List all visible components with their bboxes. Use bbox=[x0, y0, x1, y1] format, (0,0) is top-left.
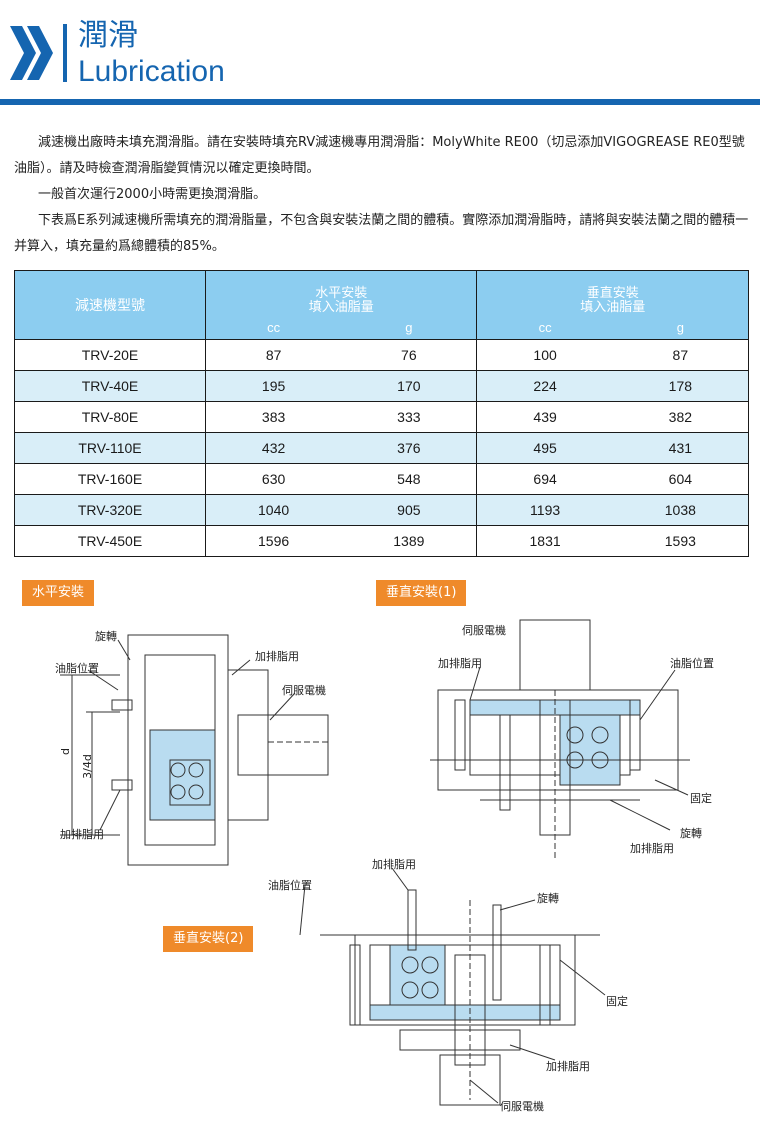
h-g-cell: 376 bbox=[341, 432, 478, 464]
h-g-cell: 333 bbox=[341, 401, 478, 433]
v-g-cell: 382 bbox=[612, 401, 749, 433]
table-header-row: 減速機型號 水平安裝 填入油脂量 cc g 垂直安裝 填入油脂量 cc g bbox=[14, 270, 749, 340]
v-cc-cell: 100 bbox=[476, 339, 613, 371]
horizontal-mount-drawing bbox=[60, 634, 330, 866]
vertical-mount-2-drawing bbox=[320, 889, 600, 1106]
table-row: TRV-20E 87 76 100 87 bbox=[14, 339, 749, 371]
h-g-cell: 170 bbox=[341, 370, 478, 402]
h-cc-cell: 1596 bbox=[205, 525, 342, 557]
badge-vertical-1: 垂直安裝(1) bbox=[376, 580, 467, 606]
h-cc-cell: 383 bbox=[205, 401, 342, 433]
v-cc-cell: 439 bbox=[476, 401, 613, 433]
vertical-title-1: 垂直安裝 bbox=[586, 284, 639, 300]
h-cc-cell: 432 bbox=[205, 432, 342, 464]
horizontal-group-header: 水平安裝 填入油脂量 cc g bbox=[204, 270, 478, 340]
horizontal-title-2: 填入油脂量 bbox=[308, 298, 374, 314]
intro-paragraph-3: 下表爲E系列減速機所需填充的潤滑脂量，不包含與安裝法蘭之間的體積。實際添加潤滑脂… bbox=[14, 213, 749, 254]
label-fill-drain-v2: 加排脂用 bbox=[372, 858, 416, 871]
h-cc-cell: 195 bbox=[205, 370, 342, 402]
v-cc-cell: 495 bbox=[476, 432, 613, 464]
dim-three-quarter-d: 3/4d bbox=[80, 754, 94, 779]
model-cell: TRV-160E bbox=[14, 463, 206, 495]
vertical-mount-1-drawing bbox=[430, 619, 690, 860]
label-fill-drain-h: 加排脂用 bbox=[255, 650, 299, 663]
vertical-title-2: 填入油脂量 bbox=[580, 298, 646, 314]
label-fill-drain-v1: 加排脂用 bbox=[438, 657, 482, 670]
badge-vertical-2: 垂直安裝(2) bbox=[163, 926, 254, 952]
table-row: TRV-40E 195 170 224 178 bbox=[14, 370, 749, 402]
h-cc-cell: 87 bbox=[205, 339, 342, 371]
model-cell: TRV-450E bbox=[14, 525, 206, 557]
v-g-cell: 1593 bbox=[612, 525, 749, 557]
label-servo-motor-v2: 伺服電機 bbox=[500, 1100, 544, 1113]
unit-g: g bbox=[676, 319, 684, 335]
table-row: TRV-80E 383 333 439 382 bbox=[14, 401, 749, 433]
horizontal-title-1: 水平安裝 bbox=[315, 284, 368, 300]
h-g-cell: 905 bbox=[341, 494, 478, 526]
model-cell: TRV-20E bbox=[14, 339, 206, 371]
header-rule bbox=[0, 99, 760, 105]
label-oil-level-h: 油脂位置 bbox=[55, 662, 99, 675]
label-oil-level-v2: 油脂位置 bbox=[268, 879, 312, 892]
unit-cc: cc bbox=[267, 319, 281, 335]
table-row: TRV-160E 630 548 694 604 bbox=[14, 463, 749, 495]
h-g-cell: 548 bbox=[341, 463, 478, 495]
v-g-cell: 604 bbox=[612, 463, 749, 495]
page-header: 潤滑 Lubrication bbox=[0, 0, 760, 110]
table-row: TRV-110E 432 376 495 431 bbox=[14, 432, 749, 464]
header-divider bbox=[63, 24, 67, 82]
v-cc-cell: 1193 bbox=[476, 494, 613, 526]
table-row: TRV-450E 1596 1389 1831 1593 bbox=[14, 525, 749, 557]
label-fixed-v2: 固定 bbox=[606, 995, 628, 1008]
unit-cc: cc bbox=[538, 319, 552, 335]
h-cc-cell: 1040 bbox=[205, 494, 342, 526]
v-g-cell: 178 bbox=[612, 370, 749, 402]
v-cc-cell: 1831 bbox=[476, 525, 613, 557]
label-fill-drain-v2b: 加排脂用 bbox=[546, 1060, 590, 1073]
model-header: 減速機型號 bbox=[14, 270, 206, 340]
table-row: TRV-320E 1040 905 1193 1038 bbox=[14, 494, 749, 526]
label-servo-motor-v1: 伺服電機 bbox=[462, 624, 506, 637]
intro-paragraph-1: 減速機出廠時未填充潤滑脂。請在安裝時填充RV減速機專用潤滑脂：MolyWhite… bbox=[14, 135, 745, 176]
dim-d: d bbox=[58, 748, 72, 755]
lubrication-table: 減速機型號 水平安裝 填入油脂量 cc g 垂直安裝 填入油脂量 cc g TR… bbox=[14, 270, 749, 557]
vertical-group-header: 垂直安裝 填入油脂量 cc g bbox=[476, 270, 749, 340]
v-cc-cell: 224 bbox=[476, 370, 613, 402]
h-cc-cell: 630 bbox=[205, 463, 342, 495]
v-g-cell: 1038 bbox=[612, 494, 749, 526]
page-title-en: Lubrication bbox=[78, 55, 225, 88]
label-fill-drain-v1b: 加排脂用 bbox=[630, 842, 674, 855]
h-g-cell: 76 bbox=[341, 339, 478, 371]
intro-paragraph-2: 一般首次運行2000小時需更換潤滑脂。 bbox=[38, 187, 267, 202]
badge-horizontal: 水平安裝 bbox=[22, 580, 95, 606]
v-g-cell: 431 bbox=[612, 432, 749, 464]
h-g-cell: 1389 bbox=[341, 525, 478, 557]
model-cell: TRV-320E bbox=[14, 494, 206, 526]
model-cell: TRV-110E bbox=[14, 432, 206, 464]
label-rotate-v2: 旋轉 bbox=[537, 892, 559, 905]
v-cc-cell: 694 bbox=[476, 463, 613, 495]
model-cell: TRV-80E bbox=[14, 401, 206, 433]
model-cell: TRV-40E bbox=[14, 370, 206, 402]
mounting-diagrams bbox=[60, 619, 690, 1106]
label-oil-level-v1: 油脂位置 bbox=[670, 657, 714, 670]
page-title-zh: 潤滑 bbox=[78, 18, 138, 53]
unit-g: g bbox=[405, 319, 413, 335]
label-fixed-v1: 固定 bbox=[690, 792, 712, 805]
label-fill-drain-h2: 加排脂用 bbox=[60, 828, 104, 841]
label-rotate-v1: 旋轉 bbox=[680, 827, 702, 840]
label-servo-motor-h: 伺服電機 bbox=[282, 684, 326, 697]
v-g-cell: 87 bbox=[612, 339, 749, 371]
label-rotate-h: 旋轉 bbox=[95, 630, 117, 643]
double-chevron-icon bbox=[10, 26, 53, 80]
